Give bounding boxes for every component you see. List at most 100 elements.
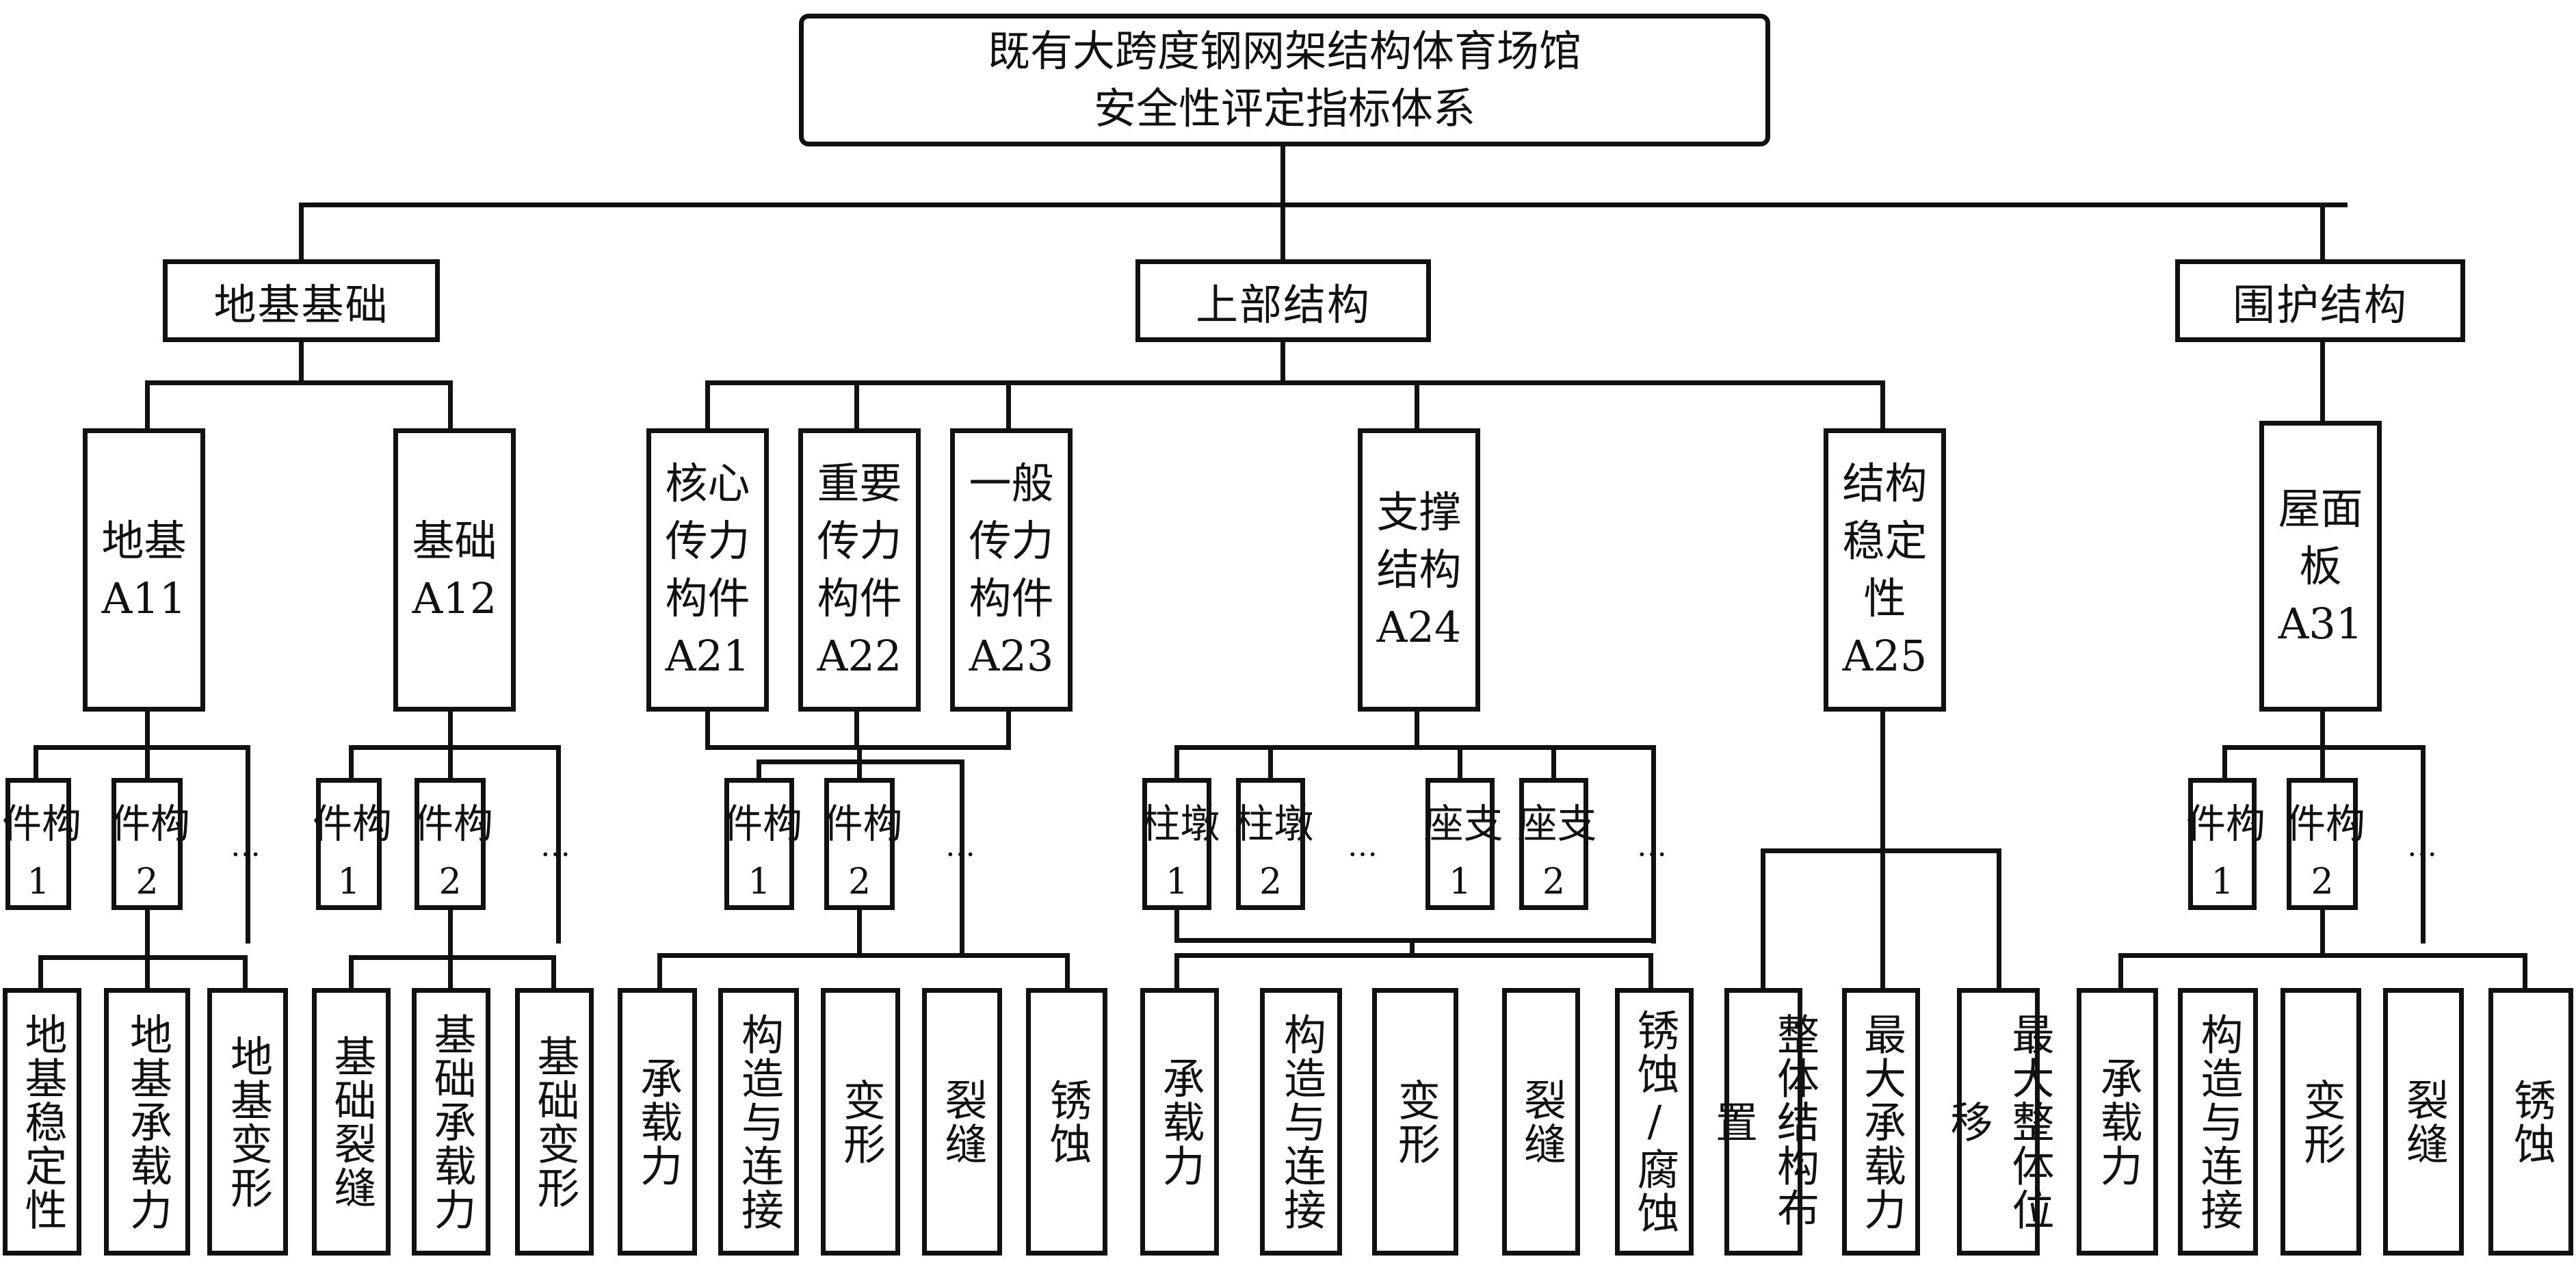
connector: [1551, 745, 1556, 778]
component-number: 1: [337, 861, 360, 902]
connector: [757, 759, 761, 778]
connector: [2523, 953, 2527, 988]
connector: [854, 712, 859, 750]
connector: [1280, 342, 1285, 385]
indicator-text: 传力: [665, 516, 750, 566]
connector: [2320, 910, 2325, 955]
criterion-bearing-capacity: 承载力: [2077, 988, 2158, 1256]
criterion-base-bearing-capacity: 基础承载力: [412, 988, 490, 1256]
criterion-label: 基础变形: [529, 1034, 580, 1210]
criterion-label: 构造与连接: [1276, 1012, 1326, 1232]
criterion-overall-layout: 整体结构布置: [1708, 988, 1819, 1256]
criterion-cracks: 裂缝: [2383, 988, 2464, 1256]
connector: [1880, 712, 1885, 853]
connector: [757, 759, 964, 764]
connector: [705, 712, 710, 750]
ellipsis: …: [231, 829, 262, 863]
criterion-construction-connection: 构造与连接: [1260, 988, 1342, 1256]
connector: [1006, 380, 1011, 428]
criterion-label: 锈蚀: [2506, 1078, 2556, 1166]
component-label: 构件: [2179, 802, 2265, 842]
connector: [448, 380, 453, 428]
connector: [854, 380, 859, 428]
category-foundation: 地基基础: [163, 259, 440, 342]
component-number: 2: [135, 861, 159, 902]
connector: [2320, 712, 2325, 750]
criterion-label: 锈蚀: [1042, 1078, 1092, 1166]
criterion-deformation: 变形: [821, 988, 900, 1256]
component-number: 2: [438, 861, 462, 902]
indicator-text: 构件: [665, 573, 750, 623]
criterion-label: 基础承载力: [426, 1012, 477, 1232]
connector: [448, 712, 453, 750]
connector: [1415, 380, 1419, 428]
connector: [1174, 745, 1656, 750]
connector: [145, 712, 150, 750]
connector: [145, 910, 150, 988]
indicator-a23: 一般 传力 构件 A23: [950, 428, 1073, 712]
criterion-label: 变形: [836, 1078, 886, 1166]
connector: [1880, 380, 1885, 428]
criterion-label: 承载力: [2092, 1056, 2143, 1188]
ellipsis: …: [945, 829, 977, 863]
criterion-deformation: 变形: [2281, 988, 2361, 1256]
connector: [1280, 146, 1285, 207]
indicator-text: 传力: [969, 516, 1054, 566]
criterion-base-cracks: 基础裂缝: [312, 988, 391, 1256]
root-title-line-2: 安全性评定指标体系: [1093, 83, 1475, 133]
indicator-text: 屋面: [2278, 483, 2363, 534]
criterion-bearing-capacity: 承载力: [1140, 988, 1219, 1256]
component-member-1: 构件 1: [0, 778, 81, 910]
ellipsis: …: [540, 829, 572, 863]
criterion-rust-corrosion: 锈蚀/腐蚀: [1615, 988, 1694, 1256]
criterion-construction-connection: 构造与连接: [2178, 988, 2258, 1256]
connector: [299, 203, 304, 259]
criterion-label: 构造与连接: [734, 1012, 784, 1232]
component-label: 构件: [2279, 802, 2365, 842]
category-label: 地基基础: [213, 279, 389, 330]
indicator-code: A24: [1376, 602, 1462, 652]
component-bearing-2: 支座 2: [1511, 778, 1597, 910]
criterion-base-deformation: 基础变形: [515, 988, 594, 1256]
connector: [243, 955, 248, 988]
category-label: 围护结构: [2232, 279, 2408, 330]
connector: [857, 910, 862, 955]
component-bearing-1: 支座 1: [1417, 778, 1503, 910]
component-label: 墩柱: [1227, 802, 1314, 842]
indicator-text: 重要: [817, 458, 902, 508]
component-label: 构件: [0, 802, 81, 842]
connector: [1761, 848, 1765, 988]
component-number: 1: [2211, 861, 2234, 902]
connector: [705, 380, 1885, 385]
component-label: 构件: [816, 802, 903, 842]
criterion-rust: 锈蚀: [1026, 988, 1107, 1256]
component-label: 构件: [306, 802, 392, 842]
component-number: 2: [1542, 861, 1566, 902]
criterion-label: 整体结构布置: [1708, 1012, 1819, 1232]
criterion-label: 承载力: [633, 1056, 683, 1188]
indicator-text: 稳定: [1842, 516, 1928, 566]
connector: [349, 955, 556, 960]
connector: [1174, 953, 1179, 988]
component-number: 1: [1165, 861, 1189, 902]
connector: [349, 955, 354, 988]
connector: [1006, 712, 1011, 750]
criterion-cracks: 裂缝: [922, 988, 1002, 1256]
component-member-1: 构件 1: [716, 778, 802, 910]
connector: [1280, 203, 1285, 259]
component-label: 墩柱: [1133, 802, 1220, 842]
indicator-code: A31: [2278, 598, 2363, 649]
component-number: 2: [1259, 861, 1283, 902]
component-label: 构件: [716, 802, 802, 842]
connector: [2118, 953, 2123, 988]
component-pier-2: 墩柱 2: [1228, 778, 1314, 910]
criterion-bearing-capacity: 承载力: [618, 988, 697, 1256]
indicator-code: A25: [1842, 631, 1928, 681]
connector: [657, 953, 662, 988]
criterion-foundation-stability: 地基稳定性: [3, 988, 81, 1256]
indicator-text: 构件: [817, 573, 902, 623]
connector: [34, 745, 250, 750]
component-label: 构件: [407, 802, 493, 842]
connector: [1268, 745, 1273, 778]
